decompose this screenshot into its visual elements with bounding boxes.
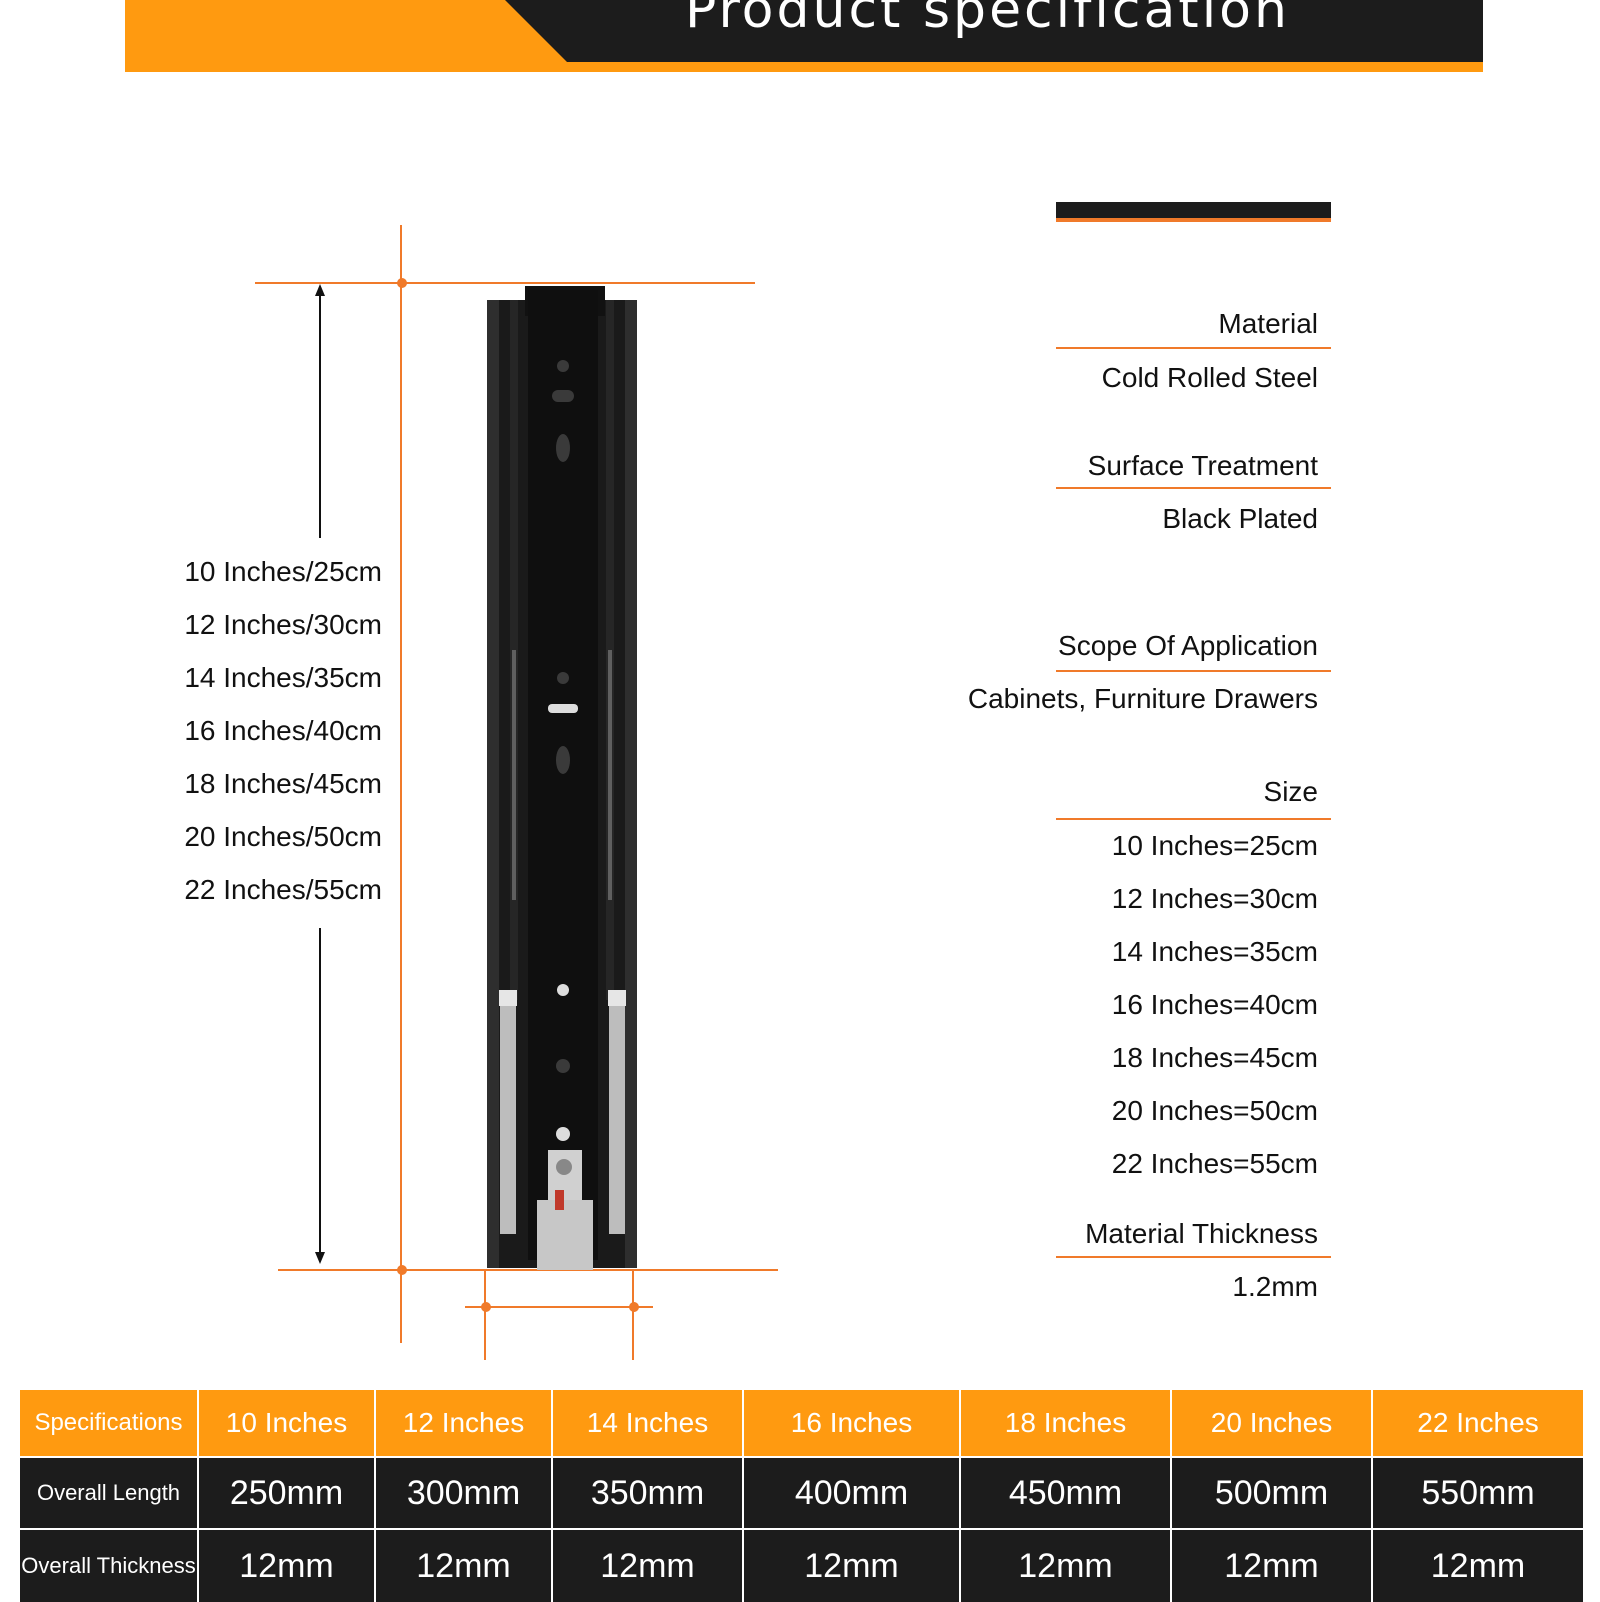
table-cell: 12mm [742,1528,960,1602]
table-row-label: Overall Length [20,1456,198,1529]
dimension-dot-bottom [397,1265,407,1275]
table-cell: 350mm [551,1456,743,1529]
drawer-slide-illustration [487,286,637,1270]
table-row: Overall Thickness 12mm 12mm 12mm 12mm 12… [20,1528,1583,1602]
spec-size-value: 10 Inches=25cm [1111,830,1318,861]
spec-header-bar [1056,202,1331,222]
length-label: 20 Inches/50cm [184,821,382,852]
spec-size-value: 20 Inches=50cm [1111,1095,1318,1126]
length-label: 22 Inches/55cm [184,874,382,905]
spec-size-value: 18 Inches=45cm [1111,1042,1318,1073]
length-label: 16 Inches/40cm [184,715,382,746]
table-row: Overall Length 250mm 300mm 350mm 400mm 4… [20,1456,1583,1529]
table-cell: 400mm [742,1456,960,1529]
spec-thickness-label: Material Thickness [1085,1218,1318,1249]
spec-size-value: 14 Inches=35cm [1111,936,1318,967]
spec-thickness-value: 1.2mm [1232,1271,1318,1302]
table-cell: 12mm [374,1528,552,1602]
table-cell: 550mm [1371,1456,1583,1529]
spec-material-label: Material [1218,308,1318,339]
length-label: 12 Inches/30cm [184,609,382,640]
dimension-dot-top [397,278,407,288]
table-header-cell: 18 Inches [959,1390,1171,1457]
length-label: 18 Inches/45cm [184,768,382,799]
spec-divider [1056,487,1331,489]
spec-divider [1056,818,1331,820]
table-cell: 12mm [1170,1528,1372,1602]
table-header-cell: 14 Inches [551,1390,743,1457]
header-banner: Product specification [125,0,1483,72]
table-cell: 250mm [197,1456,375,1529]
table-header-cell: 12 Inches [374,1390,552,1457]
arrow-down-icon [315,1252,325,1264]
spec-surface-label: Surface Treatment [1087,450,1318,481]
table-cell: 12mm [1371,1528,1583,1602]
spec-size-value: 12 Inches=30cm [1111,883,1318,914]
spec-table: Specifications 10 Inches 12 Inches 14 In… [20,1390,1583,1602]
length-label: 14 Inches/35cm [184,662,382,693]
table-cell: 12mm [551,1528,743,1602]
spec-scope-value: Cabinets, Furniture Drawers [967,683,1318,714]
spec-divider [1056,347,1331,349]
page-title: Product specification [685,0,1290,40]
spec-material-value: Cold Rolled Steel [1101,362,1318,393]
spec-size-label: Size [1263,776,1318,807]
table-row-label: Overall Thickness [20,1528,198,1602]
table-header-row: Specifications 10 Inches 12 Inches 14 In… [20,1390,1583,1457]
table-cell: 300mm [374,1456,552,1529]
table-cell: 450mm [959,1456,1171,1529]
dimension-dot-width-left [481,1302,491,1312]
arrow-up-icon [315,284,325,296]
table-header-cell: 20 Inches [1170,1390,1372,1457]
table-header-cell: 22 Inches [1371,1390,1583,1457]
length-label: 10 Inches/25cm [184,556,382,587]
product-diagram [255,225,778,1360]
spec-size-value: 16 Inches=40cm [1111,989,1318,1020]
spec-surface-value: Black Plated [1162,503,1318,534]
spec-divider [1056,1256,1331,1258]
table-cell: 12mm [197,1528,375,1602]
table-header-cell: Specifications [20,1390,198,1457]
spec-divider [1056,670,1331,672]
table-cell: 12mm [959,1528,1171,1602]
dimension-dot-width-right [629,1302,639,1312]
spec-scope-label: Scope Of Application [1058,630,1318,661]
table-header-cell: 10 Inches [197,1390,375,1457]
header-banner-dark-panel [505,0,1483,62]
table-cell: 500mm [1170,1456,1372,1529]
table-header-cell: 16 Inches [742,1390,960,1457]
spec-size-value: 22 Inches=55cm [1111,1148,1318,1179]
